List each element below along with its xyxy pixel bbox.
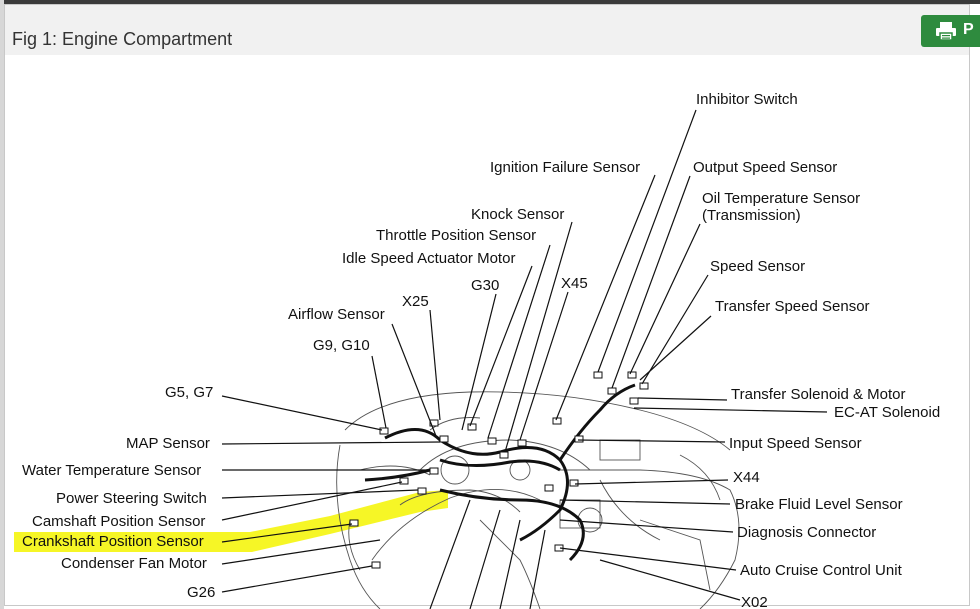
figure-panel: Fig 1: Engine Compartment <box>4 4 970 606</box>
connectors <box>349 371 649 569</box>
label-g26: G26 <box>187 584 215 601</box>
label-input-speed-sensor: Input Speed Sensor <box>729 435 862 452</box>
label-ignition-failure-sensor: Ignition Failure Sensor <box>490 159 640 176</box>
label-condenser-fan-motor: Condenser Fan Motor <box>61 555 207 572</box>
label-transfer-solenoid-motor: Transfer Solenoid & Motor <box>731 386 906 403</box>
print-button[interactable]: P <box>921 15 980 47</box>
label-x44: X44 <box>733 469 760 486</box>
left-border <box>0 0 4 609</box>
printer-icon <box>936 22 956 41</box>
label-g5-g7: G5, G7 <box>165 384 213 401</box>
label-transfer-speed-sensor: Transfer Speed Sensor <box>715 298 870 315</box>
print-button-label: P <box>963 21 974 38</box>
label-g9-g10: G9, G10 <box>313 337 370 354</box>
label-auto-cruise-control-unit: Auto Cruise Control Unit <box>740 562 903 579</box>
leader-lines <box>221 109 828 609</box>
label-x02: X02 <box>741 594 768 609</box>
label-x25: X25 <box>402 293 429 310</box>
label-g30: G30 <box>471 277 499 294</box>
label-power-steering-switch: Power Steering Switch <box>56 490 207 507</box>
label-x45: X45 <box>561 275 588 292</box>
label-output-speed-sensor: Output Speed Sensor <box>693 159 837 176</box>
label-camshaft-position-sensor: Camshaft Position Sensor <box>32 513 205 530</box>
label-crankshaft-position-sensor: Crankshaft Position Sensor <box>22 533 204 550</box>
label-diagnosis-connector: Diagnosis Connector <box>737 524 876 541</box>
wiring-harness <box>364 383 636 562</box>
label-airflow-sensor: Airflow Sensor <box>288 306 385 323</box>
label-oil-temperature-sensor: Oil Temperature Sensor <box>702 190 860 207</box>
label-ec-at-solenoid: EC-AT Solenoid <box>834 404 940 421</box>
label-inhibitor-switch: Inhibitor Switch <box>696 91 798 108</box>
label-idle-speed-actuator-motor: Idle Speed Actuator Motor <box>342 250 515 267</box>
label-brake-fluid-level-sensor: Brake Fluid Level Sensor <box>735 496 903 513</box>
figure-header: Fig 1: Engine Compartment <box>5 5 969 55</box>
label-throttle-position-sensor: Throttle Position Sensor <box>376 227 536 244</box>
label-knock-sensor: Knock Sensor <box>471 206 564 223</box>
label-water-temperature-sensor: Water Temperature Sensor <box>22 462 201 479</box>
top-border <box>0 0 980 4</box>
figure-title: Fig 1: Engine Compartment <box>12 29 233 49</box>
label-map-sensor: MAP Sensor <box>126 435 210 452</box>
label-speed-sensor: Speed Sensor <box>710 258 805 275</box>
crankshaft-highlight <box>14 490 448 552</box>
label-oil-temperature-sensor-sub: (Transmission) <box>702 207 801 224</box>
